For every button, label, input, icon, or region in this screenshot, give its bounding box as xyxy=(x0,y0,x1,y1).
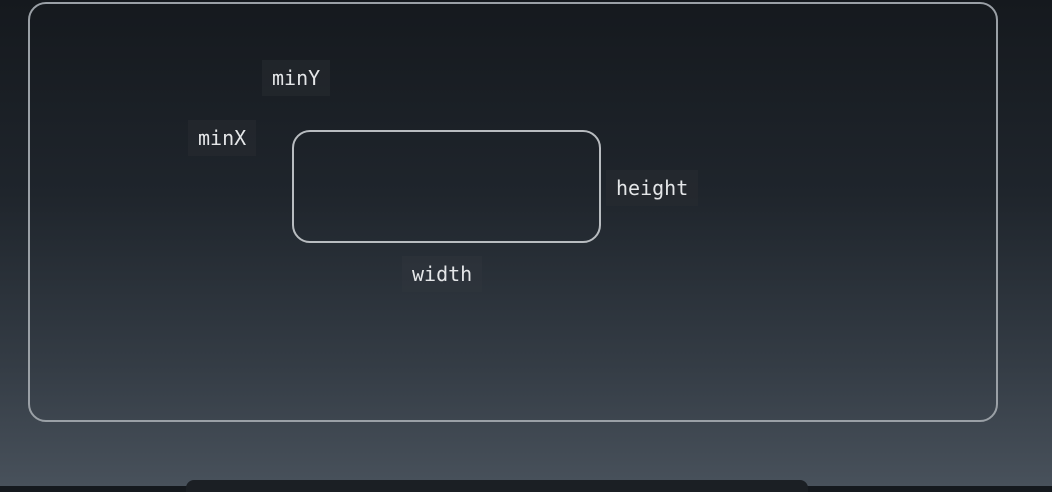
inner-rectangle xyxy=(292,130,601,243)
min-x-label: minX xyxy=(188,120,257,156)
bottom-bar xyxy=(186,480,808,492)
width-label: width xyxy=(402,256,483,292)
min-y-label: minY xyxy=(262,60,331,96)
height-label: height xyxy=(606,170,699,206)
outer-frame xyxy=(28,2,998,422)
